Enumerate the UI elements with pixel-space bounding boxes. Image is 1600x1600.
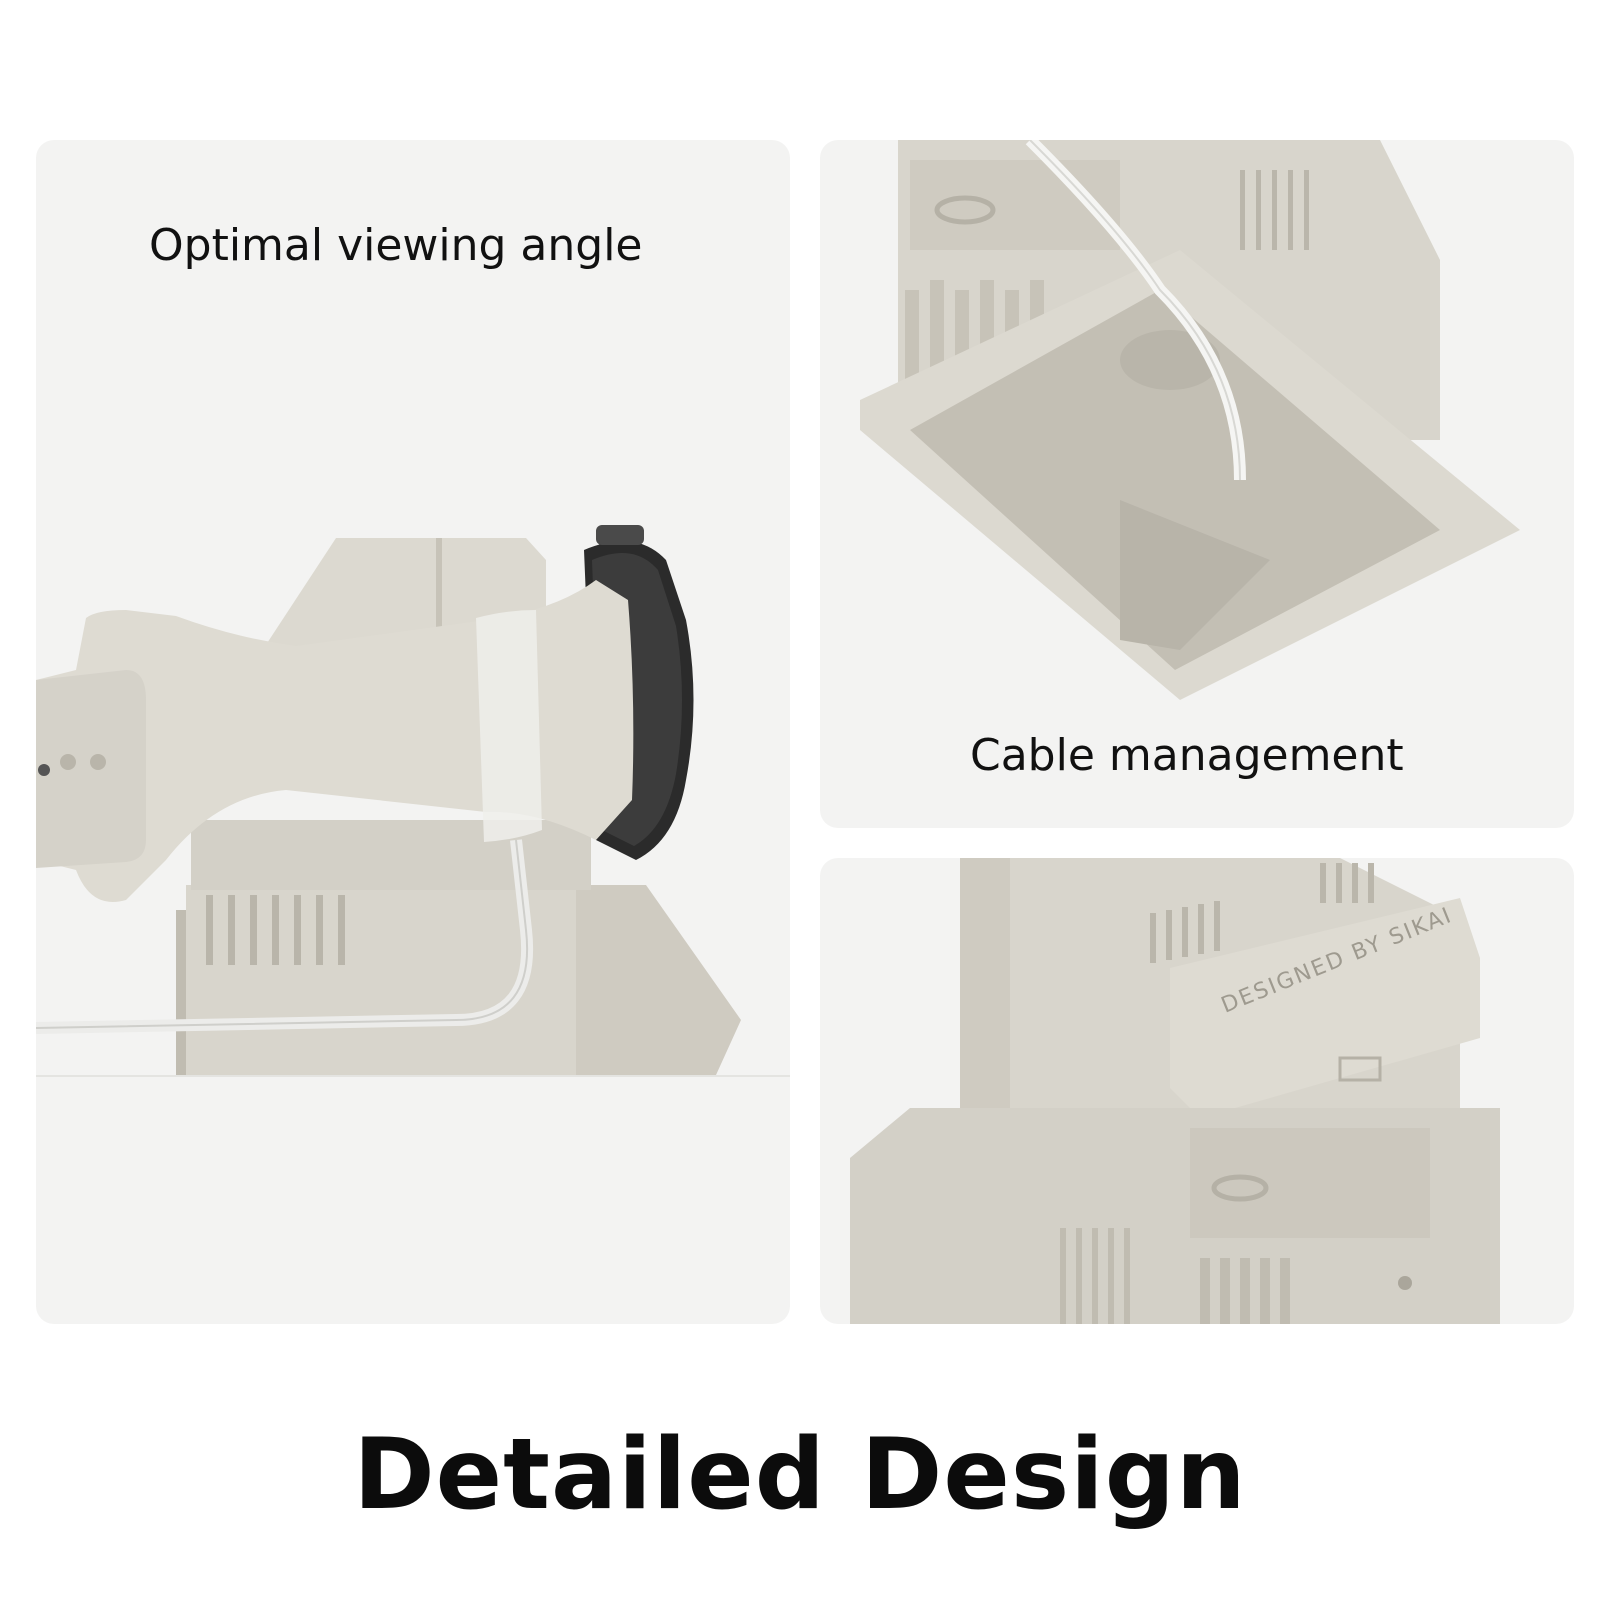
port-icon [934,195,996,225]
caption-cable-management: Cable management [970,730,1404,781]
vent-slits-rear [1150,863,1374,963]
stand-side-view-illustration [36,525,790,1077]
panel-viewing-angle: Optimal viewing angle [36,140,790,1324]
port-panel-rear [1190,1128,1430,1238]
engraved-lid [1170,898,1480,1118]
vent-slits-top [1240,170,1309,250]
panel-cable-management: Cable management [820,140,1574,828]
band-keeper [476,610,542,842]
panel-rear-detail: DESIGNED BY SIKAI [820,858,1574,1324]
cable-channel-opening [910,290,1440,670]
cable-channel-illustration [860,140,1520,700]
caption-viewing-angle: Optimal viewing angle [149,220,643,271]
vent-slits [206,895,345,965]
watch-crown [596,525,644,545]
page-title: Detailed Design [353,1418,1247,1532]
stand-rear-illustration: DESIGNED BY SIKAI [850,858,1500,1324]
